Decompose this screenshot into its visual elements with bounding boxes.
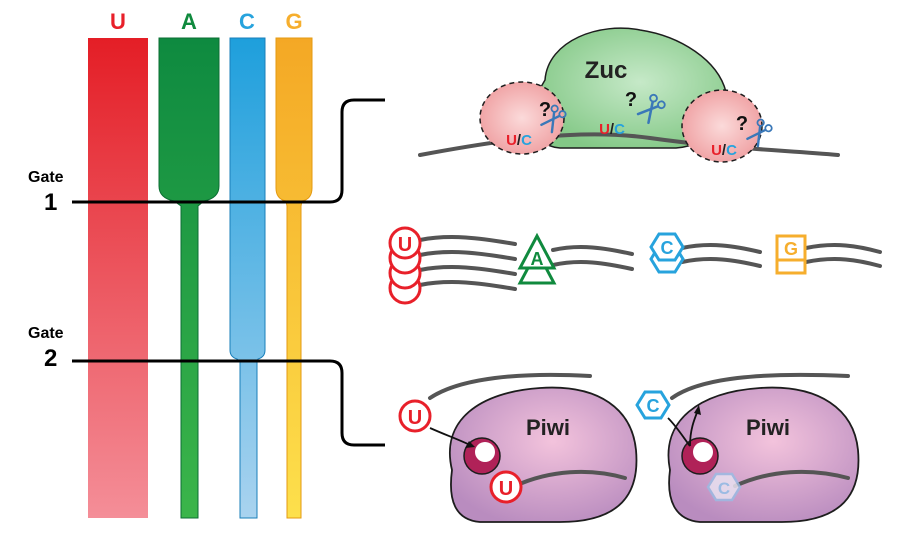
fragment-A-marker [517, 232, 557, 270]
fragment-group-C: C [649, 232, 762, 274]
zuc-site-center: U/C [599, 121, 625, 138]
gate-1-number: 1 [44, 189, 57, 216]
piwi-left-bound-marker [489, 470, 523, 504]
rna-strand-zuc [418, 132, 840, 157]
zuc-site-left: U/C [506, 132, 532, 149]
zuc-site-right: U/C [711, 142, 737, 159]
base-bars [88, 37, 313, 519]
gate-1: Gate 1 [28, 169, 64, 216]
bar-C [229, 37, 266, 519]
zuc-label: Zuc [585, 57, 628, 84]
piwi-right-label: Piwi [746, 415, 790, 440]
gate-1-word: Gate [28, 169, 64, 186]
base-label-U: U [110, 9, 126, 34]
zuc-question-center: ? [625, 89, 637, 111]
arrow-icon [667, 417, 691, 447]
base-label-G: G [285, 9, 302, 34]
base-label-C: C [239, 9, 255, 34]
zuc-question-right: ? [736, 113, 748, 135]
piwi-left-bound-label: U [499, 478, 513, 500]
piwi-right-incoming-label: C [647, 396, 660, 416]
fragment-A-label: A [531, 249, 544, 269]
fragment-G-marker [775, 234, 807, 262]
bar-U [88, 38, 148, 518]
piwi-right: Piwi C C [635, 372, 860, 523]
fragment-U-marker [388, 226, 422, 260]
bar-A [158, 37, 220, 519]
gate-1-line [72, 98, 385, 204]
piwi-right-bound-marker [706, 472, 742, 502]
fragment-U-label: U [398, 234, 412, 256]
piwi-left-incoming-label: U [408, 407, 422, 429]
gate-2: Gate 2 [28, 325, 64, 372]
gate-2-number: 2 [44, 345, 57, 372]
piwi-left-incoming-marker [398, 399, 432, 433]
gate-2-word: Gate [28, 325, 64, 342]
zuc-question-left: ? [539, 99, 551, 121]
fragment-G-label: G [784, 239, 798, 259]
fragment-C-marker [649, 232, 685, 262]
fragment-group-G: G [775, 234, 882, 275]
piwi-right-incoming-marker [635, 390, 671, 420]
base-label-A: A [181, 9, 197, 34]
piwi-right-bound-label: C [718, 479, 730, 498]
base-labels: U A C G [110, 9, 303, 34]
bar-G [275, 37, 313, 519]
piwi-left: Piwi U U [398, 372, 638, 523]
piwi-left-label: Piwi [526, 415, 570, 440]
fragment-group-A: A [517, 232, 634, 285]
zuc-complex: Zuc ? U/C ? U/C ? U/C [418, 27, 840, 163]
gate-2-line [72, 359, 385, 447]
fragment-group-U: U [388, 226, 517, 305]
fragment-C-label: C [661, 238, 674, 258]
